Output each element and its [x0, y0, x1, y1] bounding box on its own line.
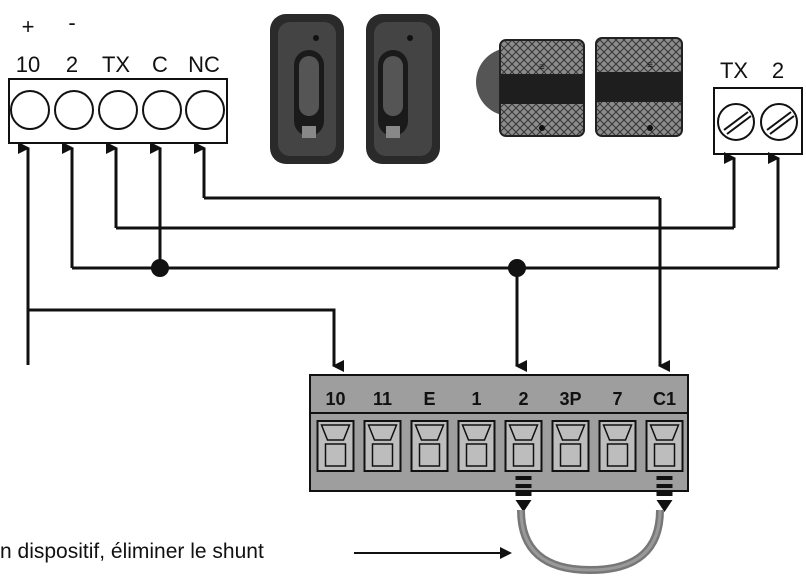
jumper-lead-arrow — [656, 500, 673, 512]
board-terminal-slot — [602, 424, 633, 441]
terminal-screw — [10, 90, 50, 130]
left-terminal-label-10: 10 — [16, 52, 40, 77]
junction-dot — [508, 259, 526, 277]
jumper-lead-dash — [656, 476, 673, 480]
terminal-screw — [142, 90, 182, 130]
terminal-screw — [185, 90, 225, 130]
svg-text:≡: ≡ — [539, 62, 545, 73]
board-terminal-inner — [418, 443, 441, 467]
svg-text:≡: ≡ — [647, 60, 653, 71]
left-terminal-label-nc: NC — [188, 52, 220, 77]
board-terminal-inner — [559, 443, 582, 467]
board-terminal-slot — [461, 424, 492, 441]
jumper-lead-dash — [656, 492, 673, 496]
right-terminal-label-2: 2 — [772, 58, 784, 83]
right-terminal-label-tx: TX — [720, 58, 748, 83]
junction-dot — [151, 259, 169, 277]
board-terminal-slot — [508, 424, 539, 441]
board-terminal-label-7: 7 — [612, 389, 622, 409]
wire-10 — [26, 308, 336, 365]
board-terminal-label-2: 2 — [518, 389, 528, 409]
terminal-screw — [54, 90, 94, 130]
board-terminal-slot — [649, 424, 680, 441]
polarity-plus: + — [22, 14, 35, 39]
wires — [18, 142, 780, 372]
left-terminal-block — [8, 78, 228, 144]
jumper-lead-dash — [515, 492, 532, 496]
board-terminal-inner — [371, 443, 394, 467]
board-terminal-slot — [367, 424, 398, 441]
board-terminal-inner — [512, 443, 535, 467]
left-terminal-label-2: 2 — [66, 52, 78, 77]
jumper-lead-arrow — [515, 500, 532, 512]
jumper-lead-dash — [515, 476, 532, 480]
photocell-transmitter-icon — [366, 14, 440, 164]
board-terminal-label-11: 11 — [373, 389, 392, 409]
board-terminal-inner — [324, 443, 347, 467]
polarity-minus: - — [68, 10, 75, 35]
board-terminal-slot — [414, 424, 445, 441]
board-terminal-inner — [653, 443, 676, 467]
left-terminal-label-tx: TX — [102, 52, 130, 77]
column-photocell-icon: ≡ — [476, 39, 585, 137]
column-photocell-icon: ≡ — [595, 37, 683, 137]
board-terminal-inner — [606, 443, 629, 467]
board-terminal-label-10: 10 — [325, 389, 345, 409]
shunt-jumper — [517, 509, 664, 575]
board-terminal-inner — [465, 443, 488, 467]
left-terminal-label-c: C — [152, 52, 168, 77]
board-terminal-label-1: 1 — [471, 389, 481, 409]
board-terminal-label-3p: 3P — [559, 389, 581, 409]
shunt-note: n dispositif, éliminer le shunt — [0, 540, 264, 563]
jumper-lead-dash — [515, 484, 532, 488]
board-terminal-label-c1: C1 — [653, 389, 676, 409]
board-terminal-slot — [320, 424, 351, 441]
board-terminal-label-e: E — [423, 389, 435, 409]
jumper-lead-dash — [656, 484, 673, 488]
terminal-screw — [98, 90, 138, 130]
board-terminal-slot — [555, 424, 586, 441]
right-terminal-block — [713, 87, 803, 155]
photocell-receiver-icon — [270, 14, 344, 164]
